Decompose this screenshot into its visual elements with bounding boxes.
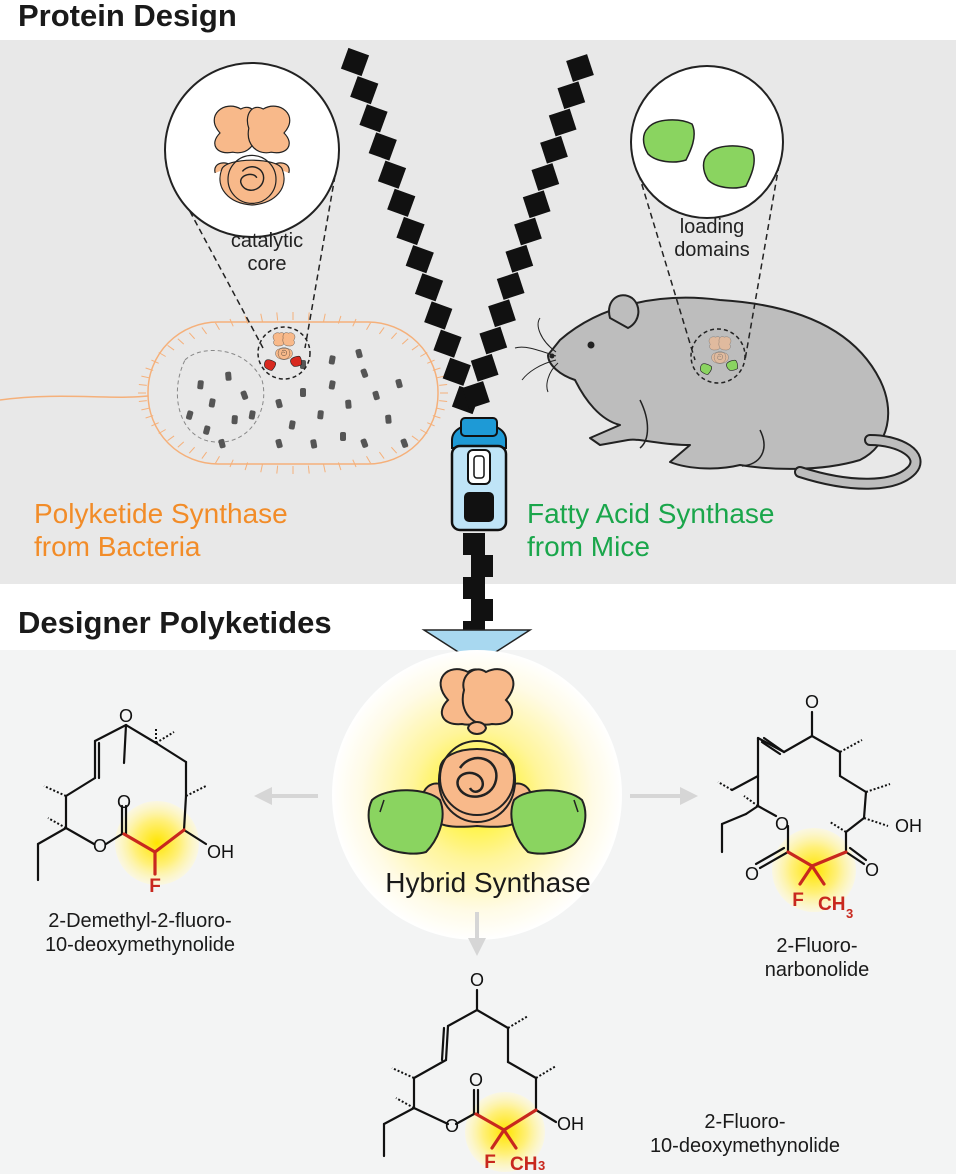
zipper-tooth xyxy=(368,132,397,161)
product-bottom-name-2: 10-deoxymethynolide xyxy=(650,1135,840,1157)
catalytic-label-1: catalytic xyxy=(231,230,303,252)
atom-o-right-ketone: O xyxy=(805,692,819,712)
zipper-tooth xyxy=(505,244,534,273)
bacterium-cell xyxy=(0,312,448,474)
atom-o-right-lactone: O xyxy=(745,864,759,884)
product-left-name-1: 2-Demethyl-2-fluoro- xyxy=(48,910,231,932)
loading-label-1: loading xyxy=(680,216,745,238)
zipper-tooth xyxy=(396,216,425,246)
product-right-name-1: 2-Fluoro- xyxy=(776,935,857,957)
zipper-tooth xyxy=(488,299,516,328)
atom-oh-left: OH xyxy=(207,842,234,862)
hybrid-synthase-label: Hybrid Synthase xyxy=(385,867,590,898)
section-title-designer-polyketides: Designer Polyketides xyxy=(18,605,332,640)
atom-oh-bottom: OH xyxy=(557,1114,584,1134)
atom-o-bottom-carbonyl: O xyxy=(469,1070,483,1090)
zipper-tooth xyxy=(377,160,407,189)
atom-o-right-carbonyl: O xyxy=(865,860,879,880)
zipper-tooth xyxy=(462,381,490,409)
hybrid-synthase-illustration xyxy=(367,668,587,855)
zipper-tooth xyxy=(471,599,493,621)
zipper-tooth xyxy=(496,272,525,300)
zipper-tooth xyxy=(471,555,493,577)
atom-sub3-right: 3 xyxy=(846,906,853,921)
atom-sub3-bottom: 3 xyxy=(538,1158,545,1173)
atom-o-bottom-ring: O xyxy=(445,1116,459,1136)
catalytic-label-2: core xyxy=(248,253,287,275)
atom-ch-bottom: CH xyxy=(510,1154,537,1174)
zipper-tooth xyxy=(463,577,485,599)
zipper-tooth xyxy=(387,188,416,217)
atom-o-left-ring: O xyxy=(93,836,107,856)
zipper-tooth xyxy=(350,76,379,105)
atom-f-bottom: F xyxy=(484,1152,496,1173)
zipper-tooth xyxy=(479,326,508,355)
zipper-tooth xyxy=(470,353,499,382)
bacteria-synthase-label-2: from Bacteria xyxy=(34,531,201,562)
catalytic-core-magnifier: catalytic core xyxy=(164,62,340,380)
atom-o-left-carbonyl: O xyxy=(117,792,131,812)
down-arrow-icon xyxy=(421,629,533,665)
zipper-tooth xyxy=(557,81,586,110)
zipper-tooth xyxy=(424,301,453,330)
zipper-tooth xyxy=(359,104,388,133)
mice-synthase-label-2: from Mice xyxy=(527,531,650,562)
molecule-bottom: O O O OH F CH 3 xyxy=(382,970,584,1174)
molecule-left: O O O OH F xyxy=(36,706,234,897)
zipper-tooth xyxy=(340,47,370,77)
loading-label-2: domains xyxy=(674,239,750,261)
mouse-illustration xyxy=(514,294,922,490)
zipper-tooth xyxy=(548,108,577,137)
loading-domains-magnifier: loading domains xyxy=(630,65,784,384)
bacteria-synthase-label-1: Polyketide Synthase xyxy=(34,498,288,529)
zipper-tooth xyxy=(540,135,568,164)
zipper-tooth xyxy=(463,533,485,555)
product-left-name-2: 10-deoxymethynolide xyxy=(45,934,235,956)
section-title-protein-design: Protein Design xyxy=(18,0,237,33)
atom-o-left-ketone: O xyxy=(119,706,133,726)
zipper-tooth xyxy=(531,163,560,191)
atom-ch-right: CH xyxy=(818,894,845,915)
atom-f-right: F xyxy=(792,890,804,911)
product-right-name-2: narbonolide xyxy=(765,959,870,981)
atom-o-right-ring: O xyxy=(775,814,789,834)
product-arrows xyxy=(254,787,698,956)
atom-o-bottom-ketone: O xyxy=(470,970,484,990)
zipper-teeth xyxy=(340,47,594,643)
zipper-tooth xyxy=(442,357,471,386)
molecule-right: O O O O OH F CH 3 xyxy=(717,692,922,921)
atom-f-left: F xyxy=(149,876,161,897)
zipper-tooth xyxy=(414,273,444,302)
zipper-slider-icon xyxy=(450,417,508,532)
zipper-tooth xyxy=(405,245,434,274)
zipper-tooth xyxy=(433,329,462,358)
atom-oh-right: OH xyxy=(895,816,922,836)
zipper-tooth xyxy=(566,54,594,82)
mice-synthase-label-1: Fatty Acid Synthase xyxy=(527,498,774,529)
zipper-tooth xyxy=(514,217,542,246)
zipper-tooth xyxy=(522,190,551,219)
product-bottom-name-1: 2-Fluoro- xyxy=(704,1111,785,1133)
